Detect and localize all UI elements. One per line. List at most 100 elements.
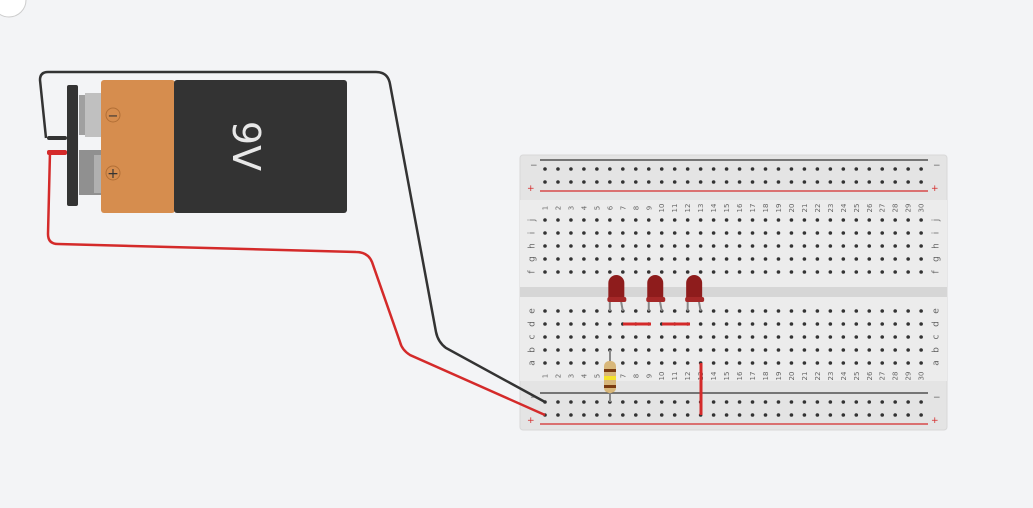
rail-hole[interactable] — [724, 180, 729, 184]
led[interactable] — [607, 275, 627, 312]
hole[interactable] — [880, 322, 885, 326]
hole[interactable] — [906, 361, 910, 365]
rail-hole[interactable] — [802, 400, 807, 404]
hole[interactable] — [711, 309, 716, 313]
hole[interactable] — [750, 335, 755, 339]
hole[interactable] — [646, 348, 651, 352]
rail-hole[interactable] — [880, 180, 885, 184]
rail-hole[interactable] — [776, 180, 781, 184]
hole[interactable] — [608, 244, 612, 248]
hole[interactable] — [802, 218, 807, 222]
hole[interactable] — [646, 218, 651, 222]
hole[interactable] — [685, 335, 690, 339]
hole[interactable] — [854, 270, 859, 274]
rail-hole[interactable] — [789, 180, 794, 184]
hole[interactable] — [867, 322, 872, 326]
rail-hole[interactable] — [880, 400, 885, 404]
rail-hole[interactable] — [582, 167, 586, 171]
zoom-fit-icon[interactable] — [0, 0, 27, 18]
hole[interactable] — [672, 309, 677, 313]
rail-hole[interactable] — [815, 180, 820, 184]
hole[interactable] — [556, 244, 560, 248]
rail-hole[interactable] — [633, 167, 638, 171]
rail-hole[interactable] — [621, 167, 625, 171]
rail-hole[interactable] — [789, 400, 794, 404]
rail-hole[interactable] — [763, 400, 768, 404]
rail-hole[interactable] — [582, 180, 586, 184]
hole[interactable] — [880, 231, 885, 235]
rail-hole[interactable] — [906, 167, 910, 171]
hole[interactable] — [750, 322, 755, 326]
hole[interactable] — [893, 348, 897, 352]
rail-hole[interactable] — [685, 167, 690, 171]
hole[interactable] — [906, 218, 910, 222]
hole[interactable] — [893, 322, 897, 326]
rail-hole[interactable] — [582, 413, 586, 417]
hole[interactable] — [919, 322, 923, 326]
rail-hole[interactable] — [711, 180, 716, 184]
hole[interactable] — [763, 218, 768, 222]
hole[interactable] — [906, 257, 910, 261]
hole[interactable] — [621, 348, 625, 352]
hole[interactable] — [750, 309, 755, 313]
hole[interactable] — [737, 270, 742, 274]
hole[interactable] — [854, 309, 859, 313]
hole[interactable] — [633, 244, 638, 248]
rail-hole[interactable] — [828, 167, 833, 171]
hole[interactable] — [556, 348, 560, 352]
rail-hole[interactable] — [595, 400, 599, 404]
hole[interactable] — [556, 309, 560, 313]
hole[interactable] — [543, 348, 547, 352]
rail-hole[interactable] — [828, 180, 833, 184]
hole[interactable] — [685, 270, 690, 274]
hole[interactable] — [711, 231, 716, 235]
rail-hole[interactable] — [854, 180, 859, 184]
hole[interactable] — [919, 244, 923, 248]
rail-hole[interactable] — [854, 413, 859, 417]
hole[interactable] — [569, 309, 573, 313]
hole[interactable] — [724, 361, 729, 365]
hole[interactable] — [595, 270, 599, 274]
hole[interactable] — [698, 348, 703, 352]
rail-hole[interactable] — [737, 413, 742, 417]
hole[interactable] — [698, 218, 703, 222]
rail-hole[interactable] — [672, 180, 677, 184]
hole[interactable] — [906, 322, 910, 326]
rail-hole[interactable] — [659, 413, 664, 417]
hole[interactable] — [828, 231, 833, 235]
rail-hole[interactable] — [815, 413, 820, 417]
hole[interactable] — [595, 335, 599, 339]
rail-hole[interactable] — [569, 413, 573, 417]
hole[interactable] — [633, 218, 638, 222]
hole[interactable] — [828, 218, 833, 222]
rail-hole[interactable] — [633, 413, 638, 417]
hole[interactable] — [802, 309, 807, 313]
hole[interactable] — [867, 361, 872, 365]
hole[interactable] — [789, 218, 794, 222]
hole[interactable] — [608, 231, 612, 235]
hole[interactable] — [893, 231, 897, 235]
hole[interactable] — [919, 218, 923, 222]
rail-hole[interactable] — [556, 167, 560, 171]
hole[interactable] — [880, 348, 885, 352]
rail-hole[interactable] — [685, 400, 690, 404]
hole[interactable] — [659, 348, 664, 352]
rail-hole[interactable] — [919, 180, 923, 184]
hole[interactable] — [906, 244, 910, 248]
rail-hole[interactable] — [841, 180, 846, 184]
hole[interactable] — [802, 335, 807, 339]
resistor[interactable] — [604, 350, 616, 402]
hole[interactable] — [646, 257, 651, 261]
rail-hole[interactable] — [621, 180, 625, 184]
battery-9v[interactable]: − + 9V — [47, 80, 347, 213]
hole[interactable] — [672, 257, 677, 261]
hole[interactable] — [828, 257, 833, 261]
hole[interactable] — [672, 244, 677, 248]
hole[interactable] — [633, 348, 638, 352]
hole[interactable] — [582, 257, 586, 261]
rail-hole[interactable] — [763, 167, 768, 171]
rail-hole[interactable] — [789, 413, 794, 417]
rail-hole[interactable] — [841, 413, 846, 417]
hole[interactable] — [893, 244, 897, 248]
rail-hole[interactable] — [750, 167, 755, 171]
